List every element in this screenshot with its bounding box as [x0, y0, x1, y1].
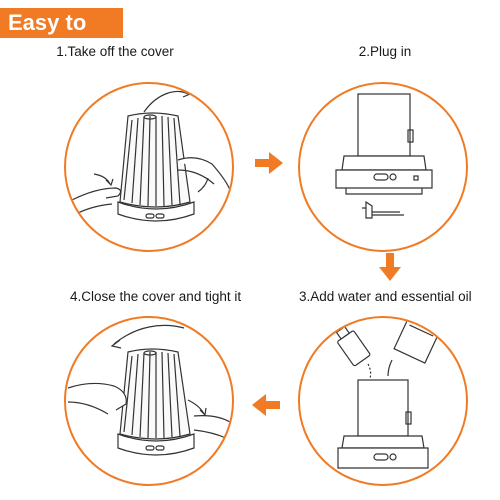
arrow-right-icon	[255, 152, 283, 174]
step-1-illustration	[64, 82, 234, 252]
water-cup-icon	[393, 318, 441, 364]
diffuser-icon	[67, 324, 231, 456]
step-1-caption: 1.Take off the cover	[56, 44, 174, 59]
hand-icon	[67, 382, 127, 411]
step-4-illustration	[64, 316, 234, 486]
arrow-left-icon	[252, 394, 280, 416]
arrow-down-icon	[379, 253, 401, 281]
easy-to-use-banner: Easy to use	[0, 8, 123, 65]
oil-bottle-icon	[334, 318, 441, 469]
power-plug-icon	[335, 93, 433, 219]
step-3-caption: 3.Add water and essential oil	[299, 289, 472, 304]
step-4-caption: 4.Close the cover and tight it	[70, 289, 242, 304]
diffuser-icon	[71, 89, 231, 222]
step-3-illustration	[298, 316, 468, 486]
step-2-caption: 2.Plug in	[358, 44, 412, 59]
hand-icon	[71, 187, 122, 201]
step-2-illustration	[298, 82, 468, 252]
